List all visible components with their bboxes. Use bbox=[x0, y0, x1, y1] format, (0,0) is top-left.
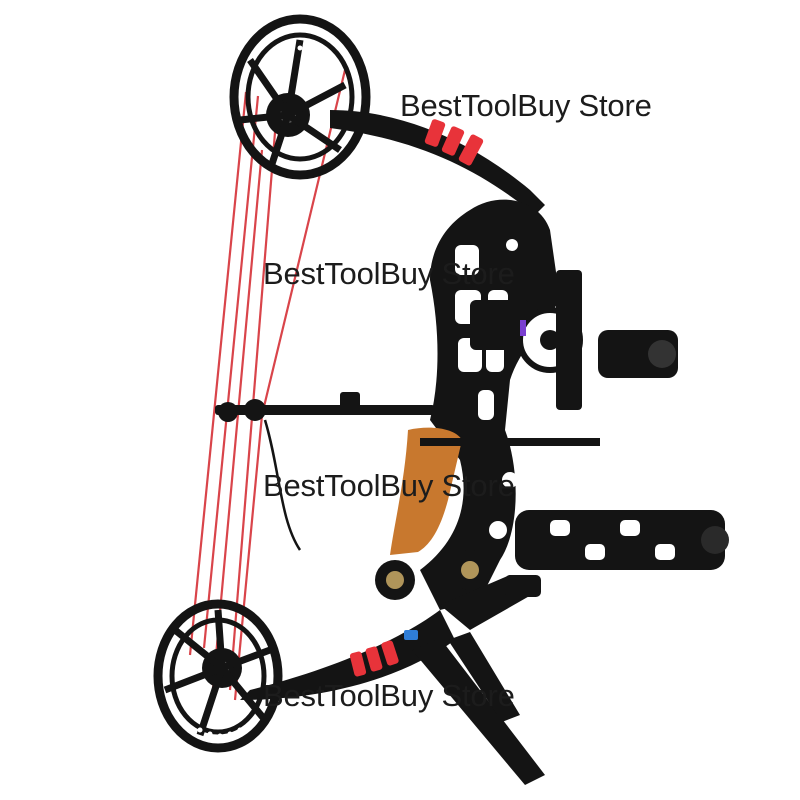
blue-limb-pad bbox=[404, 630, 418, 640]
bipod-stand bbox=[412, 575, 545, 785]
upper-limb-dampeners bbox=[424, 119, 484, 166]
cable-cord bbox=[263, 419, 302, 551]
arrow-rest bbox=[215, 392, 600, 446]
upper-limb bbox=[330, 110, 545, 215]
lower-pulleys bbox=[375, 550, 490, 600]
lower-cam bbox=[153, 599, 283, 753]
bow-sight bbox=[470, 270, 678, 410]
stabilizer bbox=[515, 510, 729, 570]
upper-cam bbox=[229, 14, 371, 180]
lower-limb-dampeners bbox=[349, 640, 399, 677]
wooden-grip bbox=[390, 427, 462, 555]
